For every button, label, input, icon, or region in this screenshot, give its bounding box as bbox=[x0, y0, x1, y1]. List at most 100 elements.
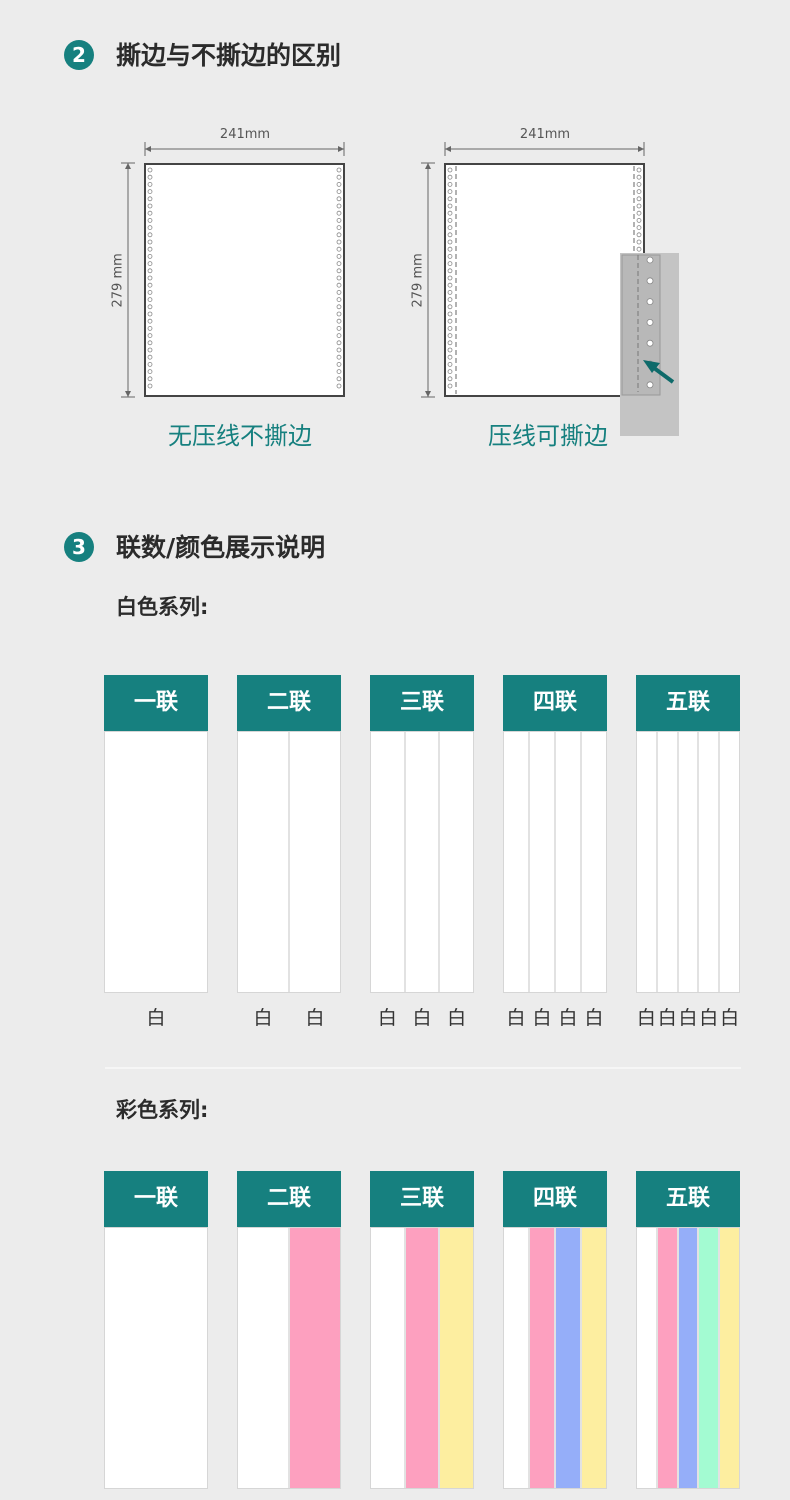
paper-sheet bbox=[405, 1228, 441, 1488]
perforation-hole bbox=[336, 232, 342, 238]
sheet-color-labels: 白 bbox=[104, 1003, 208, 1030]
perforation-hole bbox=[636, 210, 642, 216]
perforation-hole bbox=[447, 311, 453, 317]
perforation-hole bbox=[336, 311, 342, 317]
paper-sheet bbox=[371, 1228, 406, 1488]
sheet-color-label: 白 bbox=[584, 1007, 604, 1029]
sheet-color-label: 白 bbox=[657, 1007, 677, 1029]
sheet-color-label: 白 bbox=[678, 1007, 698, 1029]
perforation-hole bbox=[147, 304, 153, 310]
perforation-hole bbox=[336, 333, 342, 339]
paper-sheet bbox=[720, 732, 739, 992]
paper-sheet bbox=[556, 732, 582, 992]
perforation-hole bbox=[447, 383, 453, 389]
perforation-hole bbox=[147, 246, 153, 252]
perforation-hole bbox=[147, 167, 153, 173]
perforation-hole bbox=[447, 167, 453, 173]
height-label: 279 mm bbox=[410, 253, 426, 308]
perforation-hole bbox=[447, 376, 453, 382]
perforation-hole bbox=[147, 225, 153, 230]
paper-diagram bbox=[121, 142, 345, 398]
paper-sheet bbox=[504, 732, 530, 992]
sheet-color-label: 白 bbox=[253, 1007, 273, 1029]
paper-sheet bbox=[678, 1228, 700, 1488]
perforation-hole bbox=[336, 246, 342, 252]
section-number-badge: 2 bbox=[64, 40, 94, 70]
perforation-hole bbox=[147, 369, 153, 375]
perforation-hole bbox=[336, 325, 342, 331]
perforation-hole bbox=[336, 239, 342, 245]
perforation-hole bbox=[447, 333, 453, 339]
perforation-hole bbox=[147, 261, 153, 267]
section-title: 撕边与不撕边的区别 bbox=[116, 41, 342, 70]
perforation-hole bbox=[636, 196, 642, 202]
perforation-hole bbox=[336, 361, 342, 367]
perforation-hole bbox=[336, 196, 342, 202]
perforation-hole bbox=[336, 218, 342, 223]
perforation-hole bbox=[147, 289, 153, 295]
paper-sheet bbox=[530, 732, 556, 992]
paper-diagram-tearable bbox=[421, 142, 679, 436]
ply-header: 三联 bbox=[370, 1171, 474, 1227]
sheet-color-label: 白 bbox=[636, 1007, 656, 1029]
width-label: 241mm bbox=[219, 127, 271, 142]
perforation-hole bbox=[636, 174, 642, 180]
perforation-hole bbox=[447, 225, 453, 230]
perforation-hole bbox=[147, 383, 153, 389]
sheet-color-label: 白 bbox=[506, 1007, 526, 1029]
sheet-color-label: 白 bbox=[377, 1007, 397, 1029]
perforation-hole bbox=[447, 340, 453, 346]
perforation-hole bbox=[646, 339, 654, 347]
white-series-title: 白色系列: bbox=[116, 595, 209, 619]
paper-stack bbox=[237, 731, 341, 993]
paper-sheet bbox=[678, 732, 700, 992]
paper-sheet bbox=[657, 732, 679, 992]
ply-header: 三联 bbox=[370, 675, 474, 731]
paper-stack bbox=[104, 1227, 208, 1489]
perforation-hole bbox=[336, 282, 342, 288]
paper-sheet bbox=[290, 1228, 340, 1488]
ply-header: 二联 bbox=[237, 1171, 341, 1227]
perforation-hole bbox=[336, 354, 342, 360]
perforation-hole bbox=[447, 318, 453, 324]
perforation-hole bbox=[447, 354, 453, 360]
perforation-hole bbox=[336, 340, 342, 346]
perforation-hole bbox=[336, 182, 342, 187]
sheet-color-label: 白 bbox=[146, 1007, 166, 1029]
perforation-hole bbox=[336, 203, 342, 209]
sheet-color-label: 白 bbox=[305, 1007, 325, 1029]
sheet-color-labels: 白白白白白 bbox=[636, 1003, 740, 1030]
diagram-caption: 压线可撕边 bbox=[488, 422, 608, 450]
perforation-hole bbox=[336, 268, 342, 274]
paper-sheet bbox=[440, 1228, 474, 1488]
paper-sheet bbox=[699, 1228, 721, 1488]
perforation-hole bbox=[636, 189, 642, 194]
paper-stack bbox=[104, 731, 208, 993]
perforation-hole bbox=[147, 174, 153, 180]
perforation-hole bbox=[447, 239, 453, 245]
perforation-hole bbox=[336, 261, 342, 267]
divider bbox=[105, 1067, 741, 1069]
color-series-title: 彩色系列: bbox=[116, 1098, 209, 1122]
perforation-hole bbox=[646, 381, 654, 389]
paper-stack bbox=[503, 731, 607, 993]
perforation-hole bbox=[447, 246, 453, 252]
perforation-hole bbox=[447, 203, 453, 209]
perforation-hole bbox=[447, 325, 453, 331]
perforation-hole bbox=[336, 253, 342, 259]
perforation-hole bbox=[447, 218, 453, 223]
perforation-hole bbox=[336, 189, 342, 194]
section-number-badge: 3 bbox=[64, 532, 94, 562]
paper-sheet bbox=[290, 732, 340, 992]
perforation-hole bbox=[646, 318, 654, 326]
perforation-hole bbox=[147, 275, 153, 281]
ply-header: 一联 bbox=[104, 1171, 208, 1227]
perforation-hole bbox=[447, 196, 453, 202]
perforation-hole bbox=[636, 218, 642, 223]
perforation-hole bbox=[447, 275, 453, 281]
perforation-hole bbox=[147, 182, 153, 187]
paper-stack bbox=[503, 1227, 607, 1489]
perforation-hole bbox=[447, 282, 453, 288]
paper-sheet bbox=[504, 1228, 530, 1488]
perforation-hole bbox=[147, 318, 153, 324]
